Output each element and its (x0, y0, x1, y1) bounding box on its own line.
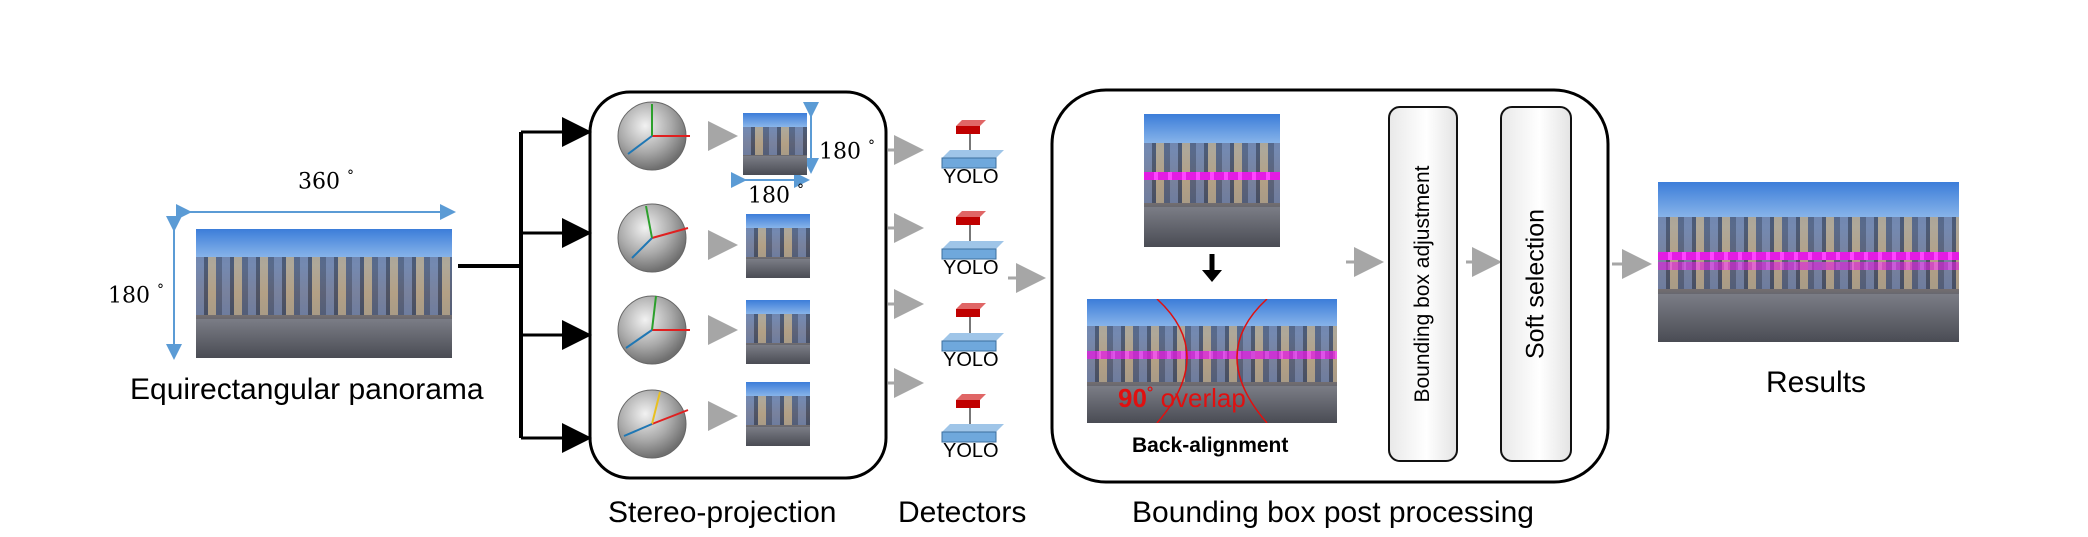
sphere-4 (617, 389, 689, 459)
aligned-tile-image (1144, 114, 1280, 247)
stereo-projection-frame (588, 90, 888, 480)
sphere-1 (617, 101, 690, 171)
tile-height-label: 180 ° (819, 138, 875, 165)
yolo-detector-icons (941, 120, 1004, 443)
input-panorama-image (196, 229, 452, 358)
back-alignment-label: Back-alignment (1132, 434, 1289, 457)
sphere-3 (617, 295, 690, 365)
post-processing-caption: Bounding box post processing (1132, 496, 1534, 529)
panorama-height-label: 180 ° (108, 282, 164, 309)
back-aligned-panorama-image (1087, 299, 1337, 423)
stereo-tile-2 (746, 214, 810, 278)
yolo-icon-3 (941, 303, 1004, 352)
projection-spheres (617, 101, 690, 459)
soft-selection-box: Soft selection (1500, 106, 1572, 462)
bounding-box-adjustment-box: Bounding box adjustment (1388, 106, 1458, 462)
yolo-icon-4 (941, 394, 1004, 443)
results-caption: Results (1766, 366, 1867, 399)
selection-label: Soft selection (1521, 208, 1550, 360)
sphere-2 (617, 203, 689, 273)
split-arrows (458, 117, 592, 453)
yolo-label-4: YOLO (943, 440, 999, 462)
post-processing-frame (1050, 88, 1610, 484)
yolo-icon-2 (941, 211, 1004, 260)
yolo-label-1: YOLO (943, 166, 999, 188)
sphere-to-tile-arrows (708, 121, 738, 431)
panorama-width-label: 360 ° (298, 168, 354, 195)
stereo-caption: Stereo-projection (608, 496, 837, 529)
results-panorama-image (1658, 182, 1959, 342)
down-arrow (1202, 254, 1222, 282)
stereo-tile-1 (743, 113, 807, 175)
detectors-caption: Detectors (898, 496, 1027, 529)
tile-to-detector-arrows (888, 135, 924, 398)
yolo-icon-1 (941, 120, 1004, 169)
stereo-tile-4 (746, 382, 810, 446)
overlap-annotation: 90° overlap (1118, 383, 1246, 413)
adjustment-label: Bounding box adjustment (1411, 165, 1434, 403)
input-caption: Equirectangular panorama (130, 373, 484, 406)
yolo-label-2: YOLO (943, 257, 999, 279)
yolo-label-3: YOLO (943, 349, 999, 371)
stereo-tile-3 (746, 300, 810, 364)
tile-width-label: 180 ° (748, 182, 804, 209)
overlap-boundary-lines (1156, 299, 1268, 423)
